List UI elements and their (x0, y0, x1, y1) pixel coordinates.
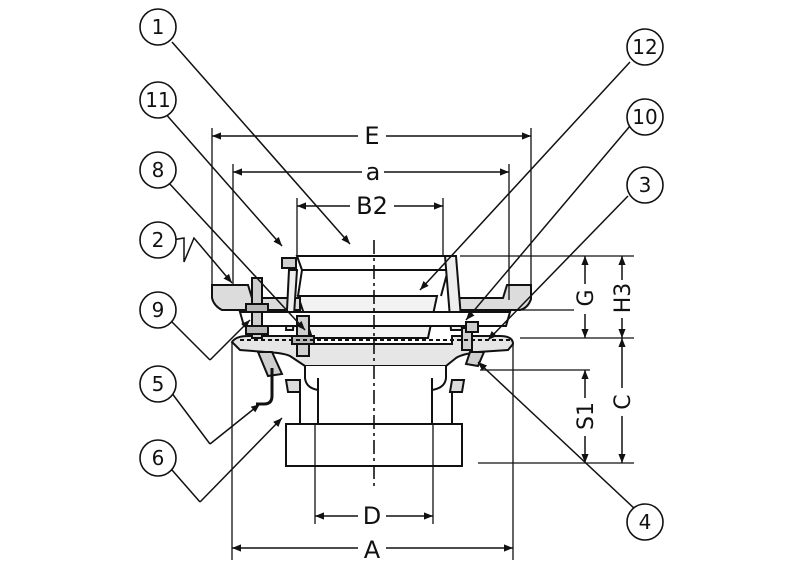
callout-2-text: 2 (152, 228, 165, 252)
callout-11: 11 (139, 81, 177, 119)
callout-6: 6 (139, 439, 177, 477)
callout-11-text: 11 (145, 88, 170, 112)
dim-C-label: C (611, 394, 636, 409)
funnel-bolt (465, 321, 479, 333)
callout-9-text: 9 (152, 298, 165, 322)
dim-S1-label: S1 (574, 402, 599, 430)
callout-8: 8 (139, 151, 177, 189)
callout-3-text: 3 (639, 173, 652, 197)
callout-9: 9 (139, 291, 177, 329)
part-callouts: 1 11 8 2 9 5 6 12 (139, 8, 664, 541)
left-flange (211, 284, 301, 311)
leader-lines (159, 41, 637, 511)
callout-6-text: 6 (152, 446, 165, 470)
dim-H3-label: H3 (611, 283, 636, 314)
dim-E-label: E (364, 122, 379, 150)
callout-2: 2 (139, 221, 177, 259)
top-bolt (281, 257, 297, 269)
dim-D-label: D (363, 502, 381, 530)
callout-8-text: 8 (152, 158, 165, 182)
body-rim (230, 335, 515, 367)
drain-body (211, 255, 532, 467)
outlet-pipe (284, 379, 301, 393)
callout-12-text: 12 (632, 35, 657, 59)
callout-1-text: 1 (152, 15, 165, 39)
callout-1: 1 (139, 8, 177, 46)
hook (256, 368, 274, 406)
callout-3: 3 (626, 166, 664, 204)
callout-4: 4 (626, 503, 664, 541)
callout-12: 12 (626, 28, 664, 66)
callout-5: 5 (139, 365, 177, 403)
dim-A-label: A (364, 536, 381, 564)
callout-10-text: 10 (632, 105, 657, 129)
dim-B2-label: B2 (356, 192, 388, 220)
body-cup (304, 366, 447, 425)
dim-G-label: G (574, 289, 599, 306)
callout-5-text: 5 (152, 372, 165, 396)
dim-a-label: a (366, 158, 381, 186)
callout-4-text: 4 (639, 510, 652, 534)
dimension-labels: E a B2 D A G H3 S1 C (350, 120, 636, 564)
callout-10: 10 (626, 98, 664, 136)
extension-lines (211, 128, 634, 560)
